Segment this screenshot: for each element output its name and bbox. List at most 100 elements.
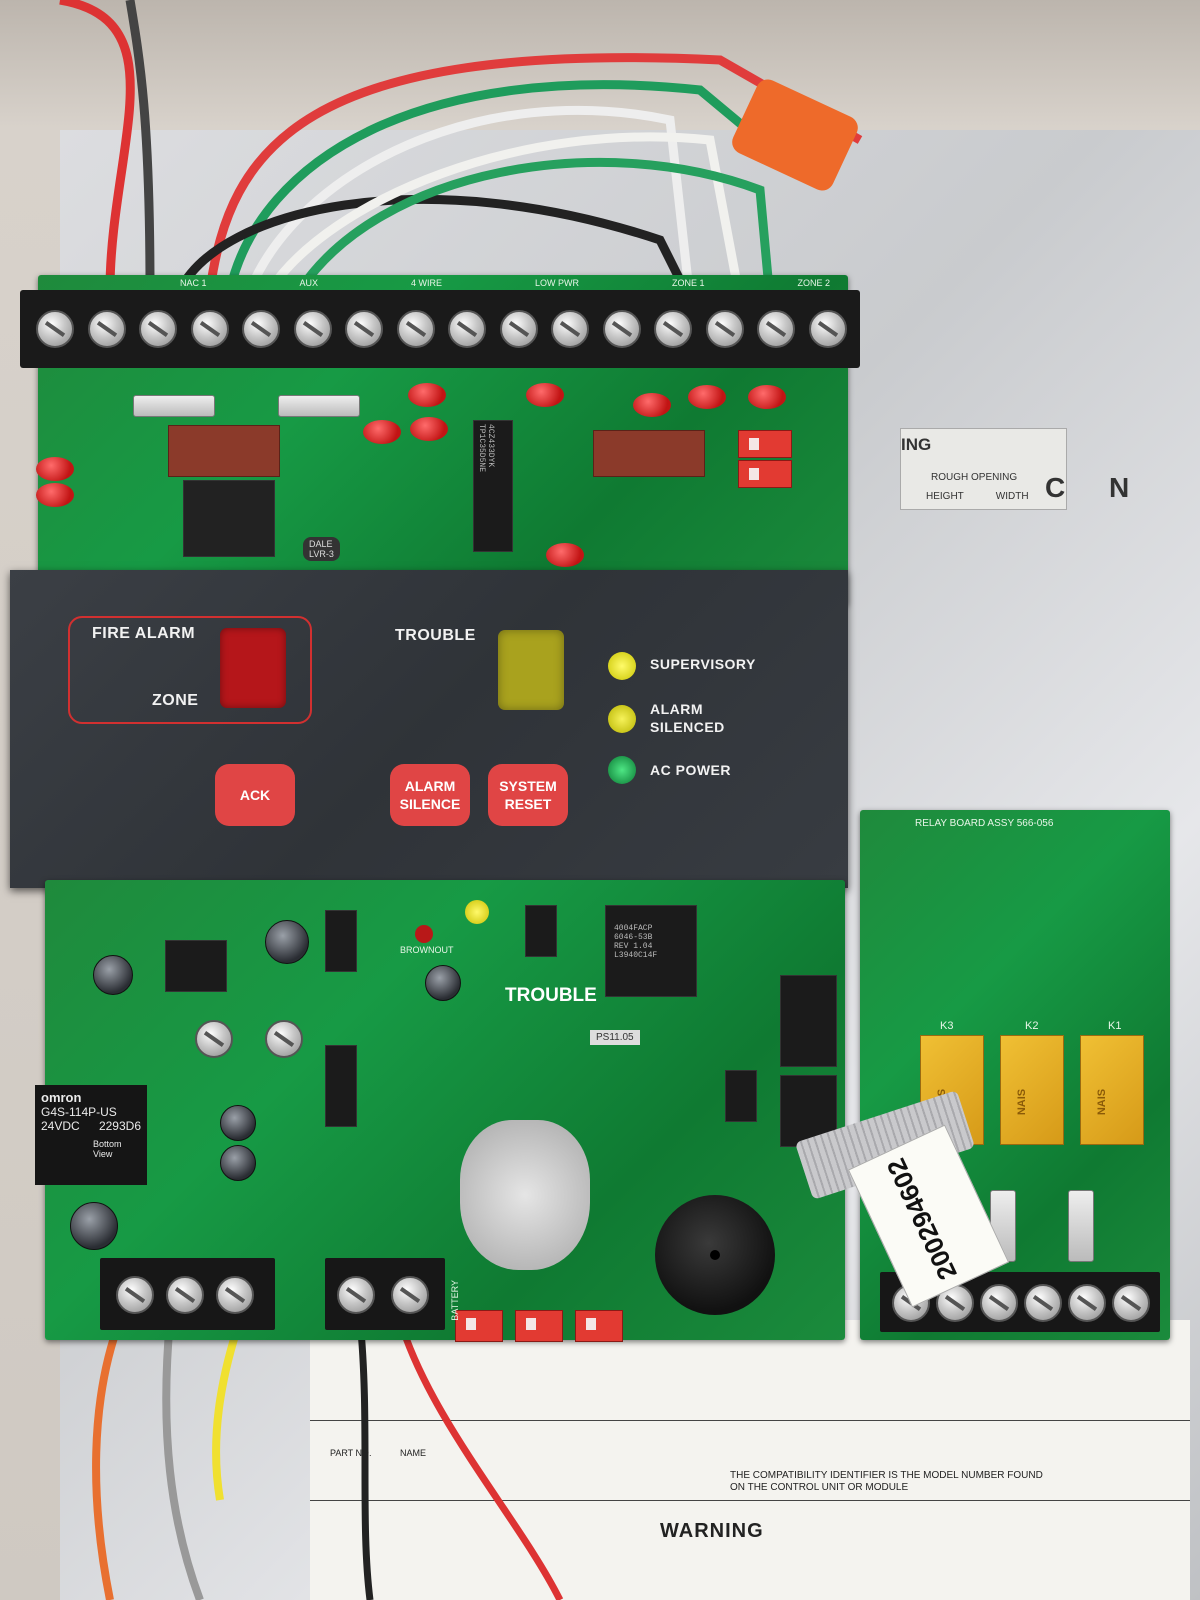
omron-brand: omron [41, 1090, 82, 1105]
strip-labels: NAC 1 AUX 4 WIRE LOW PWR ZONE 1 ZONE 2 [180, 278, 830, 292]
terminal-screw [242, 310, 280, 348]
supervisory-label: SUPERVISORY [650, 656, 756, 672]
switch-sw5[interactable] [575, 1310, 623, 1342]
terminal-screw [448, 310, 486, 348]
relay-k1: NAIS [1080, 1035, 1144, 1145]
terminal-screw [139, 310, 177, 348]
omron-bottom-view: Bottom View [93, 1139, 122, 1159]
relay-board-title: RELAY BOARD ASSY 566-056 [915, 818, 1054, 829]
heatsink [460, 1120, 590, 1270]
terminal-screw [293, 310, 332, 348]
terminal-screw [499, 310, 538, 348]
ac-power-led [608, 756, 636, 784]
terminal-screw [190, 310, 229, 348]
side-letters: C N [1045, 472, 1148, 503]
ac-power-label: AC POWER [650, 762, 731, 778]
name-header: NAME [400, 1448, 427, 1458]
omron-model: G4S-114P-US [41, 1105, 117, 1119]
red-capacitor [748, 385, 786, 409]
terminal-screws [20, 300, 860, 360]
warning-title: WARNING [660, 1520, 764, 1542]
crystal: PS11.05 [590, 1030, 640, 1045]
relay-fuse-f1 [1068, 1190, 1094, 1262]
supervisory-led [608, 652, 636, 680]
pin-header-left [168, 425, 280, 477]
ic-chip [325, 910, 357, 972]
bridge-chip [165, 940, 227, 992]
trouble-silkscreen: TROUBLE [505, 985, 597, 1006]
ic-chip-left: 4CZ433DYK TP1C35D5NE [473, 420, 513, 552]
terminal-screw [345, 310, 383, 348]
red-capacitor [688, 385, 726, 409]
terminal-screw [757, 310, 795, 348]
alarm-silenced-label: ALARM SILENCED [650, 701, 725, 735]
red-capacitor [363, 420, 401, 444]
zone-label: ZONE [152, 692, 199, 709]
trouble-led [498, 630, 564, 710]
mount-screw [265, 1020, 303, 1058]
terminal-screw [808, 310, 847, 348]
alarm-silenced-led [608, 705, 636, 733]
height-text: HEIGHT [926, 491, 964, 502]
relay-k1-label: K1 [1108, 1020, 1122, 1032]
strip-label: LOW PWR [535, 278, 579, 288]
strip-label: AUX [299, 278, 319, 288]
terminal-screw [705, 310, 744, 348]
ribbon-header[interactable] [780, 975, 837, 1067]
electrolytic-capacitor [93, 955, 133, 995]
omron-voltage: 24VDC [41, 1119, 80, 1133]
compatibility-text: THE COMPATIBILITY IDENTIFIER IS THE MODE… [730, 1470, 1043, 1493]
width-text: WIDTH [995, 491, 1029, 502]
battery-silk: BATTERY [450, 1280, 460, 1321]
terminal-screw [551, 310, 589, 348]
brownout-silk: BROWNOUT [400, 945, 454, 955]
relay-k2-label: K2 [1025, 1020, 1039, 1032]
electrolytic-capacitor [425, 965, 461, 1001]
red-capacitor [408, 383, 446, 407]
fuse-f1 [278, 395, 360, 417]
dip-switch[interactable] [738, 460, 792, 488]
part-no-header: PART NO. [330, 1448, 372, 1458]
fuse-f2 [133, 395, 215, 417]
terminal-screw [602, 310, 641, 348]
switch-sw4[interactable] [515, 1310, 563, 1342]
relay-k3-label: K3 [940, 1020, 954, 1032]
strip-label: 4 WIRE [411, 278, 443, 288]
electrolytic-capacitor [220, 1145, 256, 1181]
alarm-silence-button[interactable]: ALARM SILENCE [390, 764, 470, 826]
mount-screw [195, 1020, 233, 1058]
terminal-block-battery [325, 1258, 445, 1330]
serial-number: 200294602 [880, 1153, 963, 1285]
rough-opening-label: ING ROUGH OPENING HEIGHT WIDTH [900, 428, 1067, 510]
electrolytic-capacitor [220, 1105, 256, 1141]
fire-alarm-label: FIRE ALARM [92, 625, 196, 642]
dip-switch[interactable] [738, 430, 792, 458]
red-capacitor [526, 383, 564, 407]
system-reset-button[interactable]: SYSTEM RESET [488, 764, 568, 826]
label-fragment: ING [901, 435, 932, 454]
instruction-label-sheet: PART NO. NAME THE COMPATIBILITY IDENTIFI… [310, 1320, 1190, 1600]
ic-chip [325, 1045, 357, 1127]
buzzer [655, 1195, 775, 1315]
omron-relay: omron G4S-114P-US 24VDC 2293D6 Bottom Vie… [35, 1085, 147, 1185]
rough-opening-text: ROUGH OPENING [931, 472, 1018, 483]
ic-chip [525, 905, 557, 957]
microcontroller-chip: 4004FACP 6046-53B REV 1.04 L3940C14F [605, 905, 697, 997]
strip-label: NAC 1 [180, 278, 207, 288]
voltage-regulator [183, 480, 275, 557]
dale-resistor: DALE LVR-3 [303, 537, 340, 561]
strip-label: ZONE 2 [797, 278, 830, 288]
connector-socket[interactable] [780, 1075, 837, 1147]
switch-sw3[interactable] [455, 1310, 503, 1342]
omron-code: 2293D6 [98, 1119, 141, 1133]
fire-alarm-frame [68, 616, 312, 724]
red-capacitor [36, 483, 74, 507]
red-capacitor [546, 543, 584, 567]
ic-chip [725, 1070, 757, 1122]
relay-k2: NAIS [1000, 1035, 1064, 1145]
ack-button[interactable]: ACK [215, 764, 295, 826]
trouble-board-led [465, 900, 489, 924]
strip-label: ZONE 1 [671, 278, 705, 288]
electrolytic-capacitor [265, 920, 309, 964]
